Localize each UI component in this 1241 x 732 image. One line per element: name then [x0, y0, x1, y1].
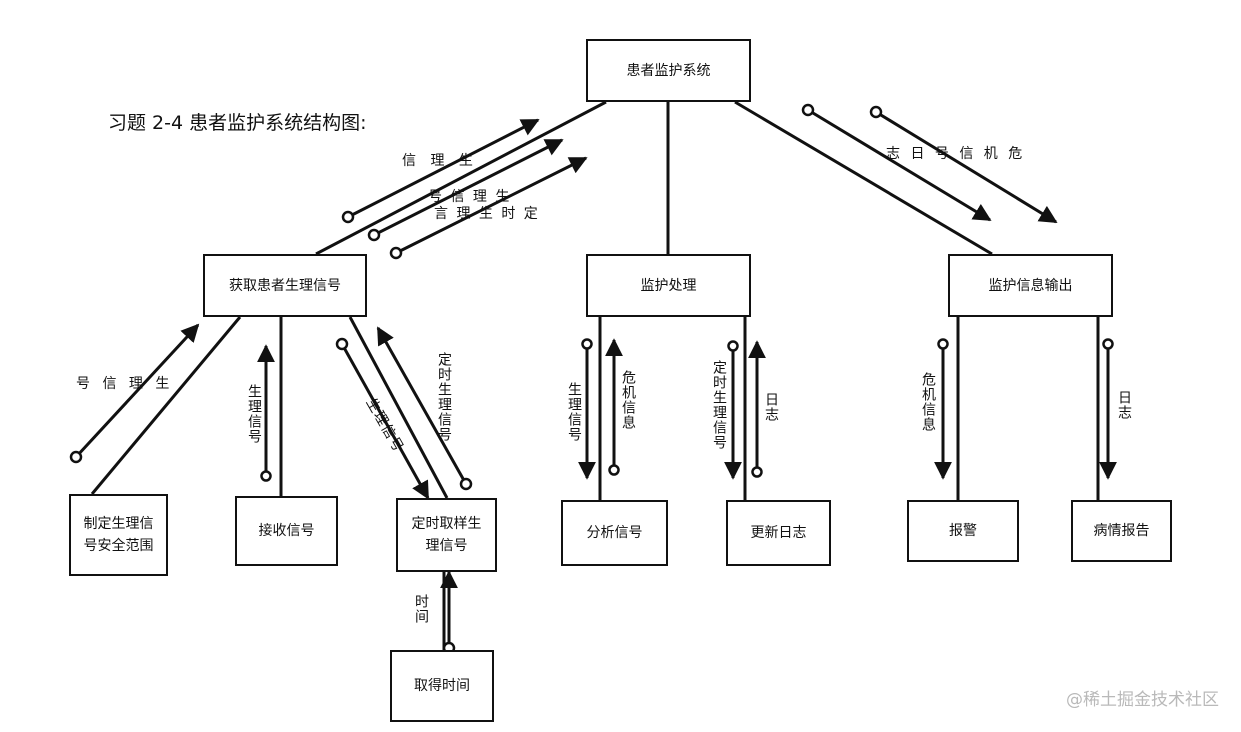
flow-label: 定时生理信号 — [711, 360, 727, 450]
diagram-title: 习题 2-4 患者监护系统结构图: — [108, 112, 367, 134]
flow-label: 危机信息 — [620, 370, 636, 430]
watermark: @稀土掘金技术社区 — [1066, 690, 1219, 710]
flow-arrow-4 — [807, 108, 992, 222]
flow-arrow-6 — [74, 323, 200, 459]
flow-label: 生理信号 — [246, 384, 262, 444]
flow-source-dot — [367, 228, 381, 242]
edge-acquire-range — [90, 316, 242, 495]
flow-source-dot — [69, 450, 83, 464]
flow-arrow-1 — [347, 118, 540, 219]
edge-acquire-sample — [348, 316, 449, 499]
flow-source-dot — [869, 105, 883, 119]
flow-label: 日志 — [763, 392, 779, 422]
flow-label: 号 信 理 生 — [428, 189, 512, 205]
node-receive-signal: 接收信号 — [235, 496, 338, 566]
flow-arrow-2 — [373, 138, 564, 237]
flow-label: 生理信号 — [566, 382, 582, 442]
flow-source-dot — [1102, 338, 1114, 350]
flow-source-dot — [608, 464, 620, 476]
flow-label: 信 理 生 — [402, 153, 478, 169]
node-patient-monitoring-system: 患者监护系统 — [586, 39, 751, 102]
flow-label: 号 信 理 生 — [76, 376, 174, 392]
edge-root-output — [734, 100, 993, 256]
flow-label: 危机信息 — [920, 372, 936, 432]
flow-arrow-5 — [875, 110, 1058, 224]
flow-source-dot — [751, 466, 763, 478]
flow-arrow-3 — [395, 156, 588, 255]
flow-label: 志 日 号 信 机 危 — [886, 146, 1026, 162]
flow-arrow-9 — [376, 326, 468, 485]
node-monitor-processing: 监护处理 — [586, 254, 751, 317]
flow-arrow-8 — [340, 343, 430, 500]
flow-source-dot — [937, 338, 949, 350]
flow-source-dot — [581, 338, 593, 350]
flow-label: 言 理 生 时 定 — [434, 206, 540, 222]
flow-source-dot — [389, 246, 403, 260]
node-set-safe-range: 制定生理信号安全范围 — [69, 494, 168, 576]
node-analyze-signal: 分析信号 — [561, 500, 668, 566]
node-timed-sampling: 定时取样生理信号 — [396, 498, 497, 572]
flow-label: 时间 — [413, 594, 429, 624]
flow-source-dot — [801, 103, 815, 117]
flow-label: 定时生理信号 — [436, 352, 452, 442]
node-alarm: 报警 — [907, 500, 1019, 562]
flow-source-dot — [260, 470, 272, 482]
flow-source-dot — [459, 477, 473, 491]
edge-root-acquire — [315, 100, 607, 256]
flow-source-dot — [335, 337, 349, 351]
node-update-log: 更新日志 — [726, 500, 831, 566]
node-condition-report: 病情报告 — [1071, 500, 1172, 562]
flow-source-dot — [341, 210, 355, 224]
node-get-time: 取得时间 — [390, 650, 494, 722]
flow-source-dot — [727, 340, 739, 352]
node-monitor-output: 监护信息输出 — [948, 254, 1113, 317]
node-acquire-signals: 获取患者生理信号 — [203, 254, 367, 317]
flow-label: 日志 — [1116, 390, 1132, 420]
